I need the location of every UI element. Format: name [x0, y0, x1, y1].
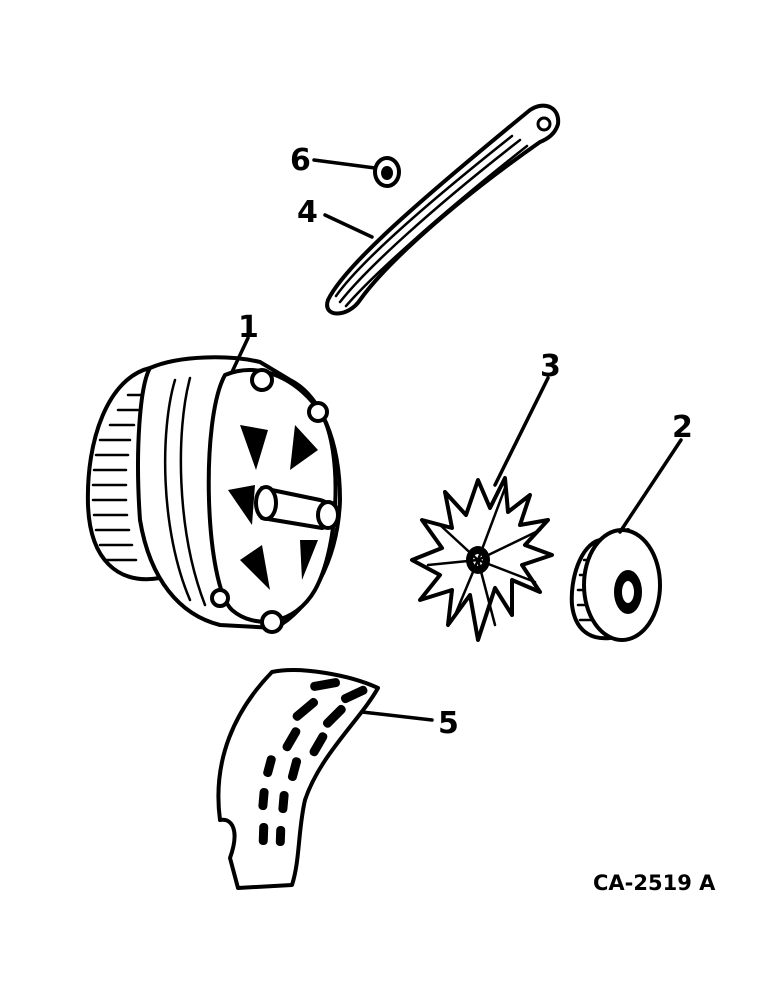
- leader-lines: [230, 158, 683, 722]
- callout-5: 5: [438, 706, 459, 741]
- shield-plate-icon: [216, 668, 380, 890]
- callout-1: 1: [238, 310, 259, 345]
- leader-line-6: [312, 158, 377, 170]
- callout-2: 2: [672, 410, 693, 445]
- leader-line-5: [360, 710, 434, 722]
- leader-line-3: [493, 376, 550, 487]
- leader-line-4: [323, 213, 374, 239]
- alternator-icon: [85, 355, 342, 634]
- nut-icon: [373, 156, 401, 188]
- drawing-code: CA-2519 A: [593, 871, 716, 895]
- callout-4: 4: [297, 195, 318, 230]
- leader-line-1: [230, 336, 250, 374]
- callout-3: 3: [540, 349, 561, 384]
- leader-line-2: [618, 438, 683, 534]
- pulley-icon: [569, 528, 662, 642]
- fan-icon: [410, 476, 554, 642]
- adjusting-strap-icon: [325, 103, 561, 316]
- callout-6: 6: [290, 143, 311, 178]
